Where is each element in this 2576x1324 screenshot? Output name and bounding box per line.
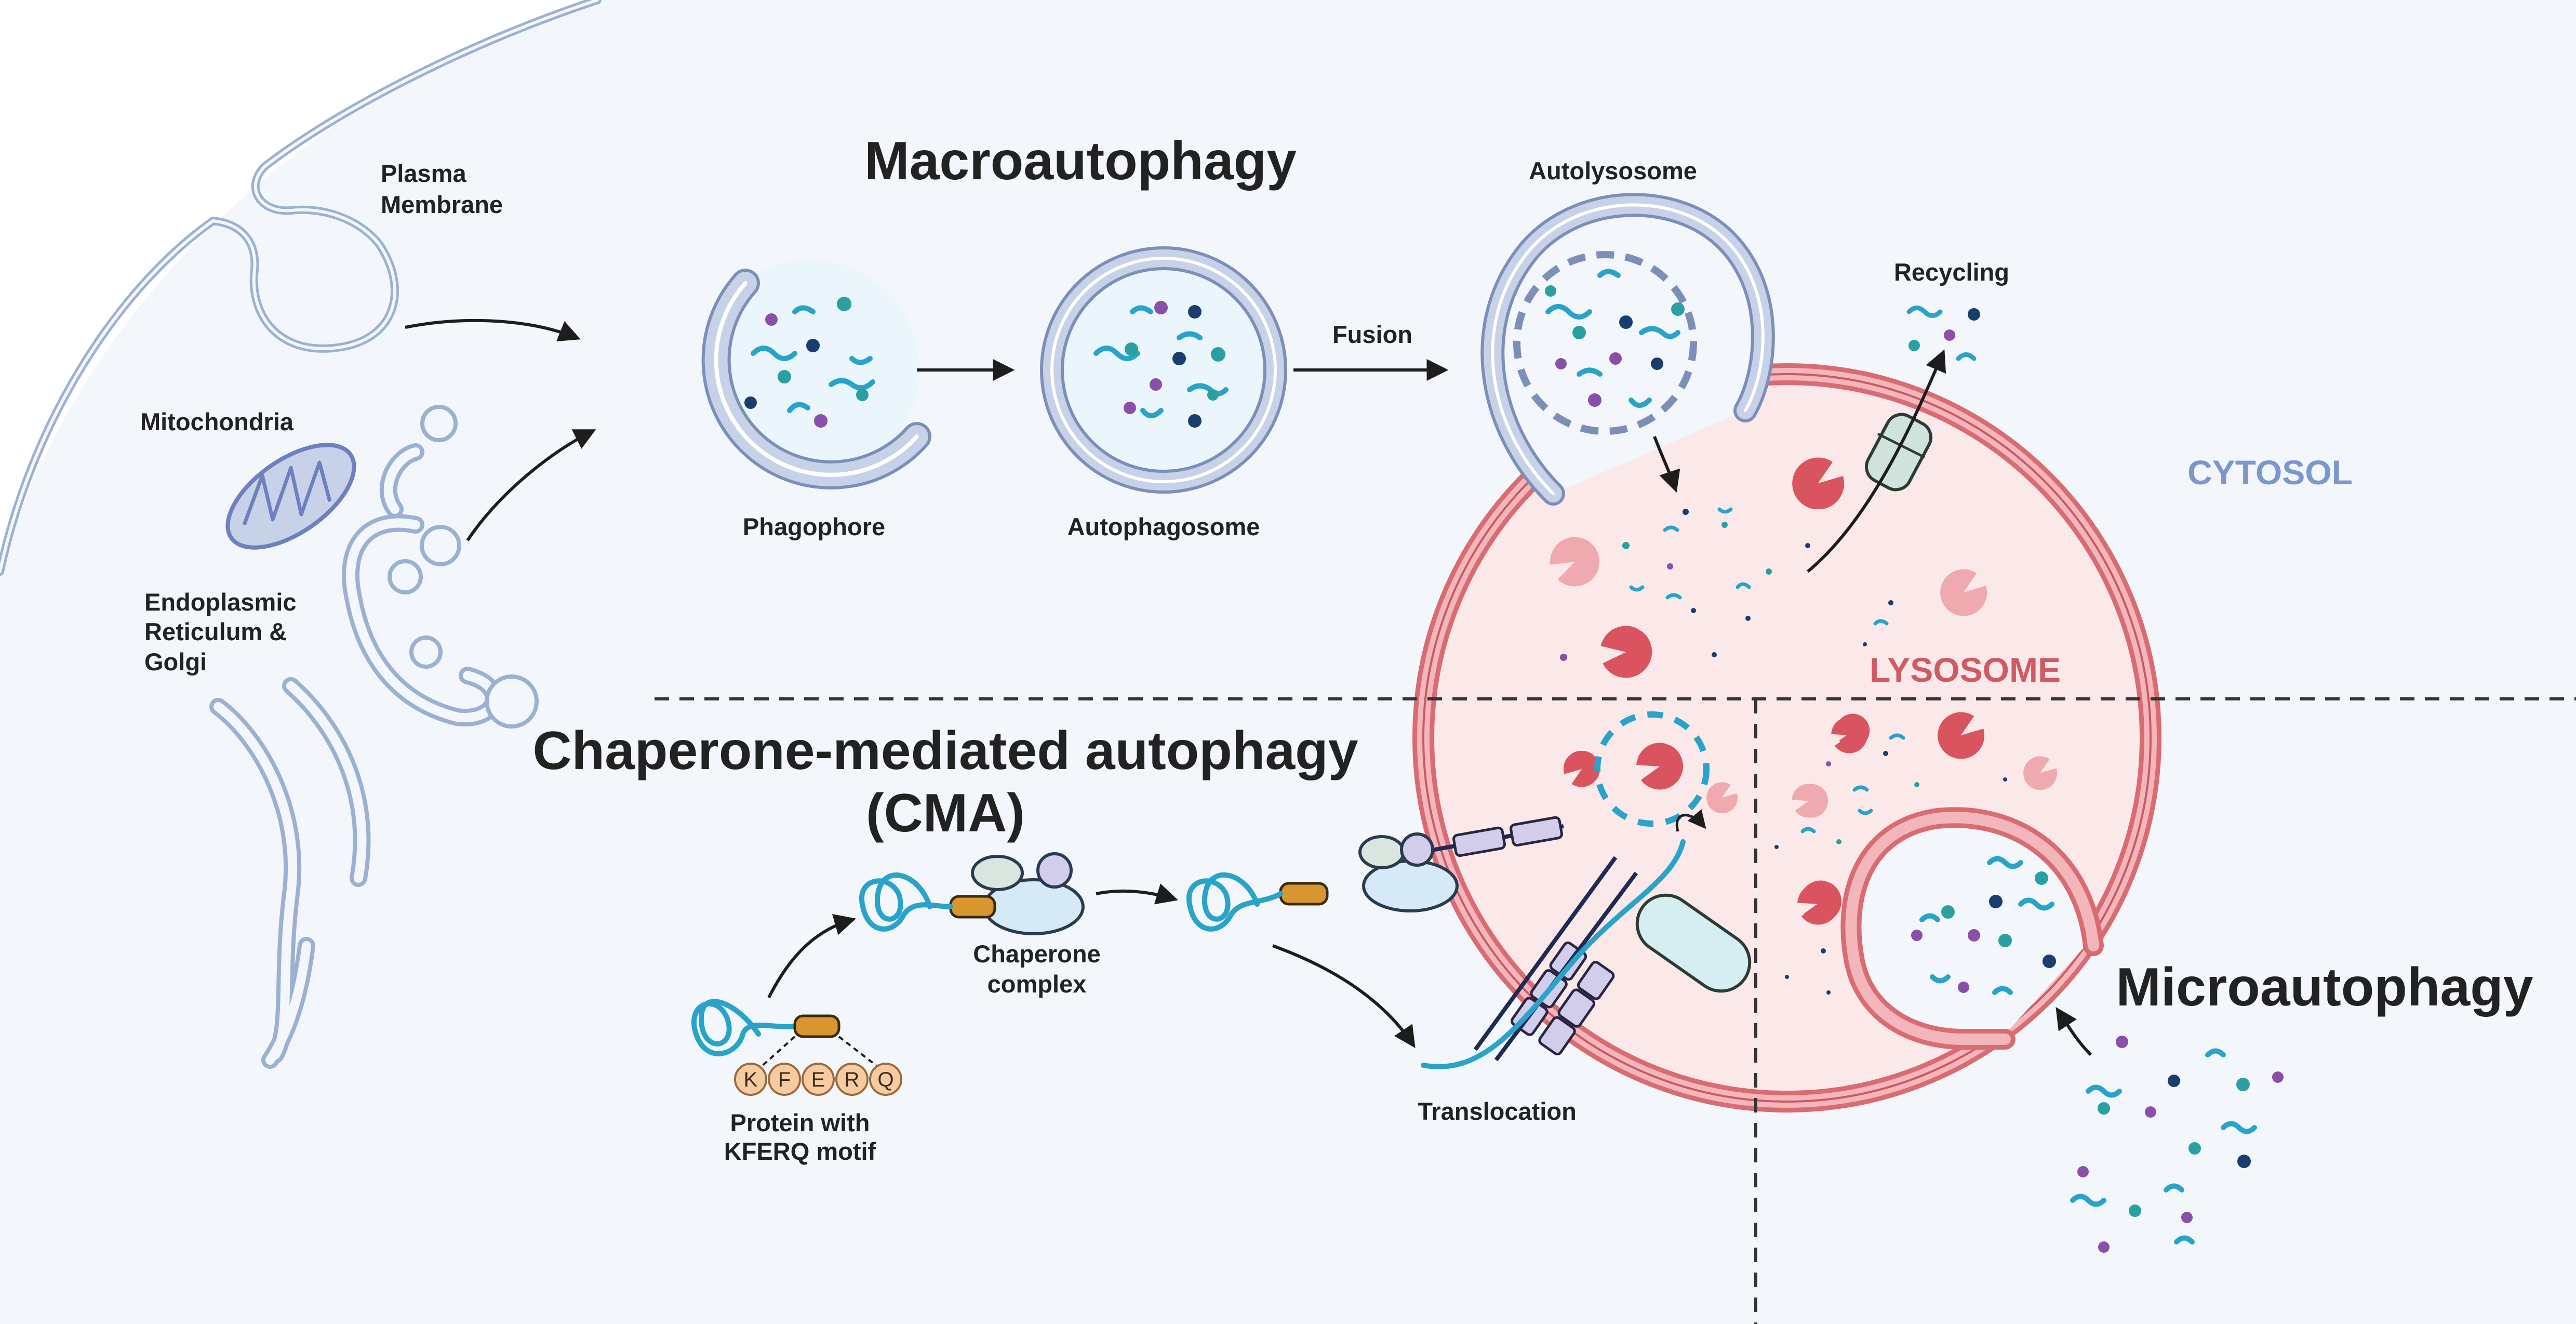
chaperone-complex	[859, 852, 1085, 935]
chaperone-bound-substrate	[1186, 832, 1459, 932]
cma-title-line2: (CMA)	[866, 783, 1025, 843]
microautophagy-title: Microautophagy	[2116, 957, 2533, 1017]
plasma-membrane-label-line1: Plasma	[381, 160, 466, 187]
autolysosome	[1480, 193, 1775, 506]
motif-bead: Q	[869, 1063, 902, 1096]
arrow-protein-to-chaperone	[767, 914, 857, 999]
arrow-plasma-to-phagophore	[405, 319, 581, 342]
phagophore	[701, 260, 931, 489]
lamp2a-receptor	[1392, 816, 1564, 859]
protein-label-line1: Protein with	[730, 1109, 870, 1136]
phagophore-label: Phagophore	[743, 513, 885, 540]
er-golgi	[209, 405, 539, 1069]
er-label-line3: Golgi	[144, 648, 207, 676]
arrow-recycling	[1807, 349, 1946, 573]
plasma-membrane	[0, 0, 602, 576]
lamp2a-translocation-complex	[1421, 839, 1752, 1069]
kferq-motif: K F E R Q	[734, 1063, 902, 1096]
mitochondria-label: Mitochondria	[140, 408, 294, 435]
degradation-fragments	[1560, 507, 2007, 995]
arrow-chaperone-to-lysosome	[1096, 883, 1179, 905]
recycled-molecules	[1906, 306, 1980, 361]
motif-bead: R	[835, 1063, 869, 1096]
arrow-to-translocation	[1272, 944, 1416, 1048]
svg-text:K: K	[744, 1068, 758, 1091]
fusion-label: Fusion	[1332, 321, 1412, 348]
cytosol-label: CYTOSOL	[2187, 453, 2353, 492]
kferq-protein	[691, 999, 897, 1082]
chaperone-label-line2: complex	[987, 970, 1087, 998]
protein-label-line2: KFERQ motif	[724, 1137, 876, 1165]
lysosome-label: LYSOSOME	[1870, 651, 2061, 689]
translocation-label: Translocation	[1418, 1097, 1577, 1125]
svg-text:E: E	[811, 1068, 825, 1091]
mitochondrion	[225, 443, 356, 550]
svg-text:F: F	[778, 1068, 791, 1091]
motif-bead: K	[734, 1063, 767, 1096]
autophagosome	[1040, 246, 1287, 494]
plasma-membrane-label-line2: Membrane	[381, 191, 503, 218]
autolysosome-label: Autolysosome	[1529, 157, 1697, 184]
autophagosome-label: Autophagosome	[1067, 513, 1260, 540]
arrow-cargo-to-microautophagy	[2056, 1007, 2092, 1056]
er-label-line1: Endoplasmic	[144, 588, 297, 616]
microautophagy-invagination	[1840, 807, 2104, 1050]
arrow-organelles-to-phagophore	[466, 429, 596, 541]
microautophagy-cargo	[2070, 1036, 2284, 1253]
chaperone-label-line1: Chaperone	[973, 940, 1101, 968]
cma-title-line1: Chaperone-mediated autophagy	[532, 721, 1358, 781]
motif-bead: F	[768, 1063, 801, 1096]
cma-degradation	[1594, 711, 1710, 832]
recycling-label: Recycling	[1894, 258, 2009, 286]
macroautophagy-title: Macroautophagy	[864, 131, 1297, 191]
er-label-line2: Reticulum &	[144, 618, 287, 645]
svg-text:R: R	[845, 1068, 860, 1091]
arrow-autolysosome-release	[1653, 435, 1680, 493]
svg-text:Q: Q	[877, 1068, 893, 1091]
motif-bead: E	[802, 1063, 835, 1096]
